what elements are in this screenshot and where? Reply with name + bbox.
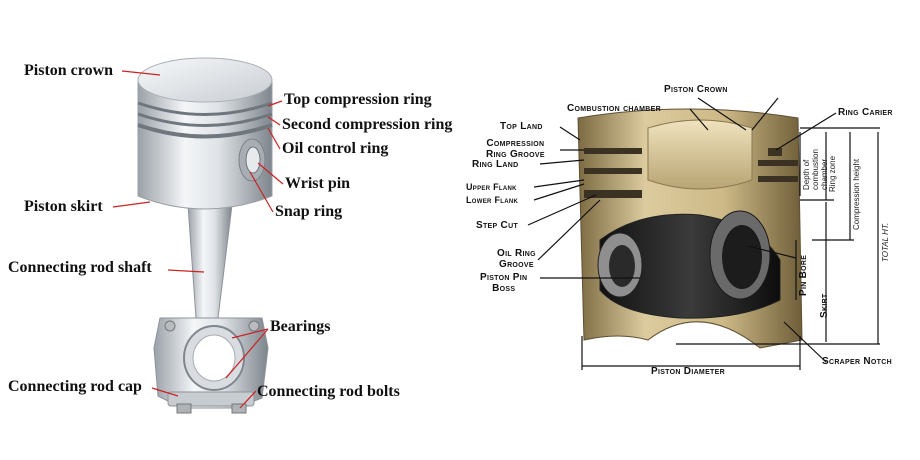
label-r-ring-land: Ring Land [472,159,519,170]
leader-second-compression-ring [267,116,281,126]
leader-piston-skirt [112,201,151,208]
leader-snap-ring [249,171,274,213]
wrist-pin-hole-shape [245,146,261,174]
label-r-step-cut: Step Cut [476,220,519,231]
leader-oil-control-ring [267,127,281,150]
left-piston-illustration [137,57,273,414]
big-end-bore-shape [192,334,236,382]
label-r-piston-pin-boss-line1: Piston Pin [480,272,528,283]
cutaway-groove-3 [584,190,642,198]
label-snap-ring: Snap ring [275,203,343,220]
right-dimension-lines [581,127,880,370]
oil-ring-groove-shape [137,123,273,139]
bolt-nut-shape [176,403,192,414]
leader-r-top-land [559,126,581,141]
label-r-pin-bore: Pin Bore [798,254,809,296]
label-r-oil-ring-groove: Oil Ring Groove [497,248,536,270]
ring-carrier-shape [768,148,782,156]
label-r-compression-ring-groove: Compression Ring Groove [486,138,545,160]
pin-bore-inner-shape [722,225,762,289]
label-connecting-rod-shaft: Connecting rod shaft [8,259,152,276]
label-r-compression-height: Compression height [852,158,861,230]
bolt-nut-shape [231,403,247,414]
leader-r-lower-flank [533,183,585,201]
connecting-rod-cap-shape [167,391,255,407]
label-r-compression-ring-groove-line2: Ring Groove [486,149,545,160]
bolt-head-shape [164,320,176,332]
label-connecting-rod-cap: Connecting rod cap [8,378,142,395]
label-r-ring-carier: Ring Carier [838,107,893,118]
leader-connecting-rod-cap [151,387,179,397]
label-r-oil-ring-groove-line1: Oil Ring [497,248,536,259]
second-ring-groove-shape [137,112,273,127]
label-connecting-rod-bolts: Connecting rod bolts [257,383,400,400]
top-ring-groove-shape [137,101,273,116]
label-r-depth-line1: Depth of [802,159,811,190]
label-r-upper-flank: Upper Flank [466,182,517,192]
cutaway-groove-1 [584,148,642,154]
label-r-scraper-notch: Scraper Notch [822,356,892,367]
label-top-compression-ring: Top compression ring [284,91,432,108]
label-r-combustion-chamber: Combustion chamber [567,103,661,114]
leader-bearings-2 [225,328,269,379]
label-r-total-ht: TOTAL HT. [881,222,890,262]
leader-r-piston-crown-2 [751,97,779,131]
leader-r-upper-flank [533,179,585,188]
leader-r-ring-land [539,159,585,165]
label-wrist-pin: Wrist pin [285,175,351,192]
leader-r-combustion-chamber [689,108,709,131]
combustion-chamber-shape [647,119,753,190]
label-second-compression-ring: Second compression ring [282,116,453,133]
leader-connecting-rod-bolts [239,390,257,409]
left-leader-lines [112,70,284,409]
cutaway-groove-2b [758,176,798,182]
leader-r-piston-crown-1 [697,97,747,131]
leader-bearings-1 [231,328,269,339]
leader-r-oil-ring-groove [537,199,601,261]
leader-connecting-rod-shaft [167,269,205,273]
label-oil-control-ring: Oil control ring [282,140,389,157]
cutaway-groove-1b [758,160,798,166]
leader-wrist-pin [257,162,284,185]
label-r-top-land: Top Land [500,121,543,132]
leader-piston-crown [121,70,161,76]
leader-r-ring-carier [775,112,837,151]
label-piston-crown: Piston crown [24,62,114,79]
label-r-oil-ring-groove-line2: Groove [498,259,534,270]
leader-top-compression-ring [267,100,283,107]
label-r-compression-ring-groove-line1: Compression [486,138,545,149]
pin-boss-hole-shape [609,245,635,287]
label-piston-skirt: Piston skirt [24,198,103,215]
label-r-lower-flank: Lower Flank [466,195,519,205]
right-piston-cutaway [577,108,803,349]
piston-crown-shape [137,57,273,103]
label-r-piston-diameter: Piston Diameter [651,366,725,377]
label-r-skirt: Skirt [819,293,830,318]
leader-r-pin-bore [747,245,797,259]
piston-body-shape [137,81,273,210]
label-bearings: Bearings [270,318,331,335]
label-r-depth-line2: combustion [811,149,820,190]
label-r-piston-pin-boss: Piston Pin Boss [480,272,527,294]
bolt-head-shape [248,320,260,332]
label-r-ring-zone: Ring zone [828,155,837,192]
label-r-depth-of-chamber: Depth of combustion chamber [802,149,829,190]
label-r-piston-crown: Piston Crown [664,84,728,95]
leader-r-step-cut [527,194,597,226]
cutaway-groove-2 [584,168,642,174]
connecting-rod-shaft-shape [187,204,233,319]
right-leader-lines [527,97,837,363]
label-r-piston-pin-boss-line2: Boss [492,283,516,294]
leader-r-scraper-notch [783,321,827,363]
